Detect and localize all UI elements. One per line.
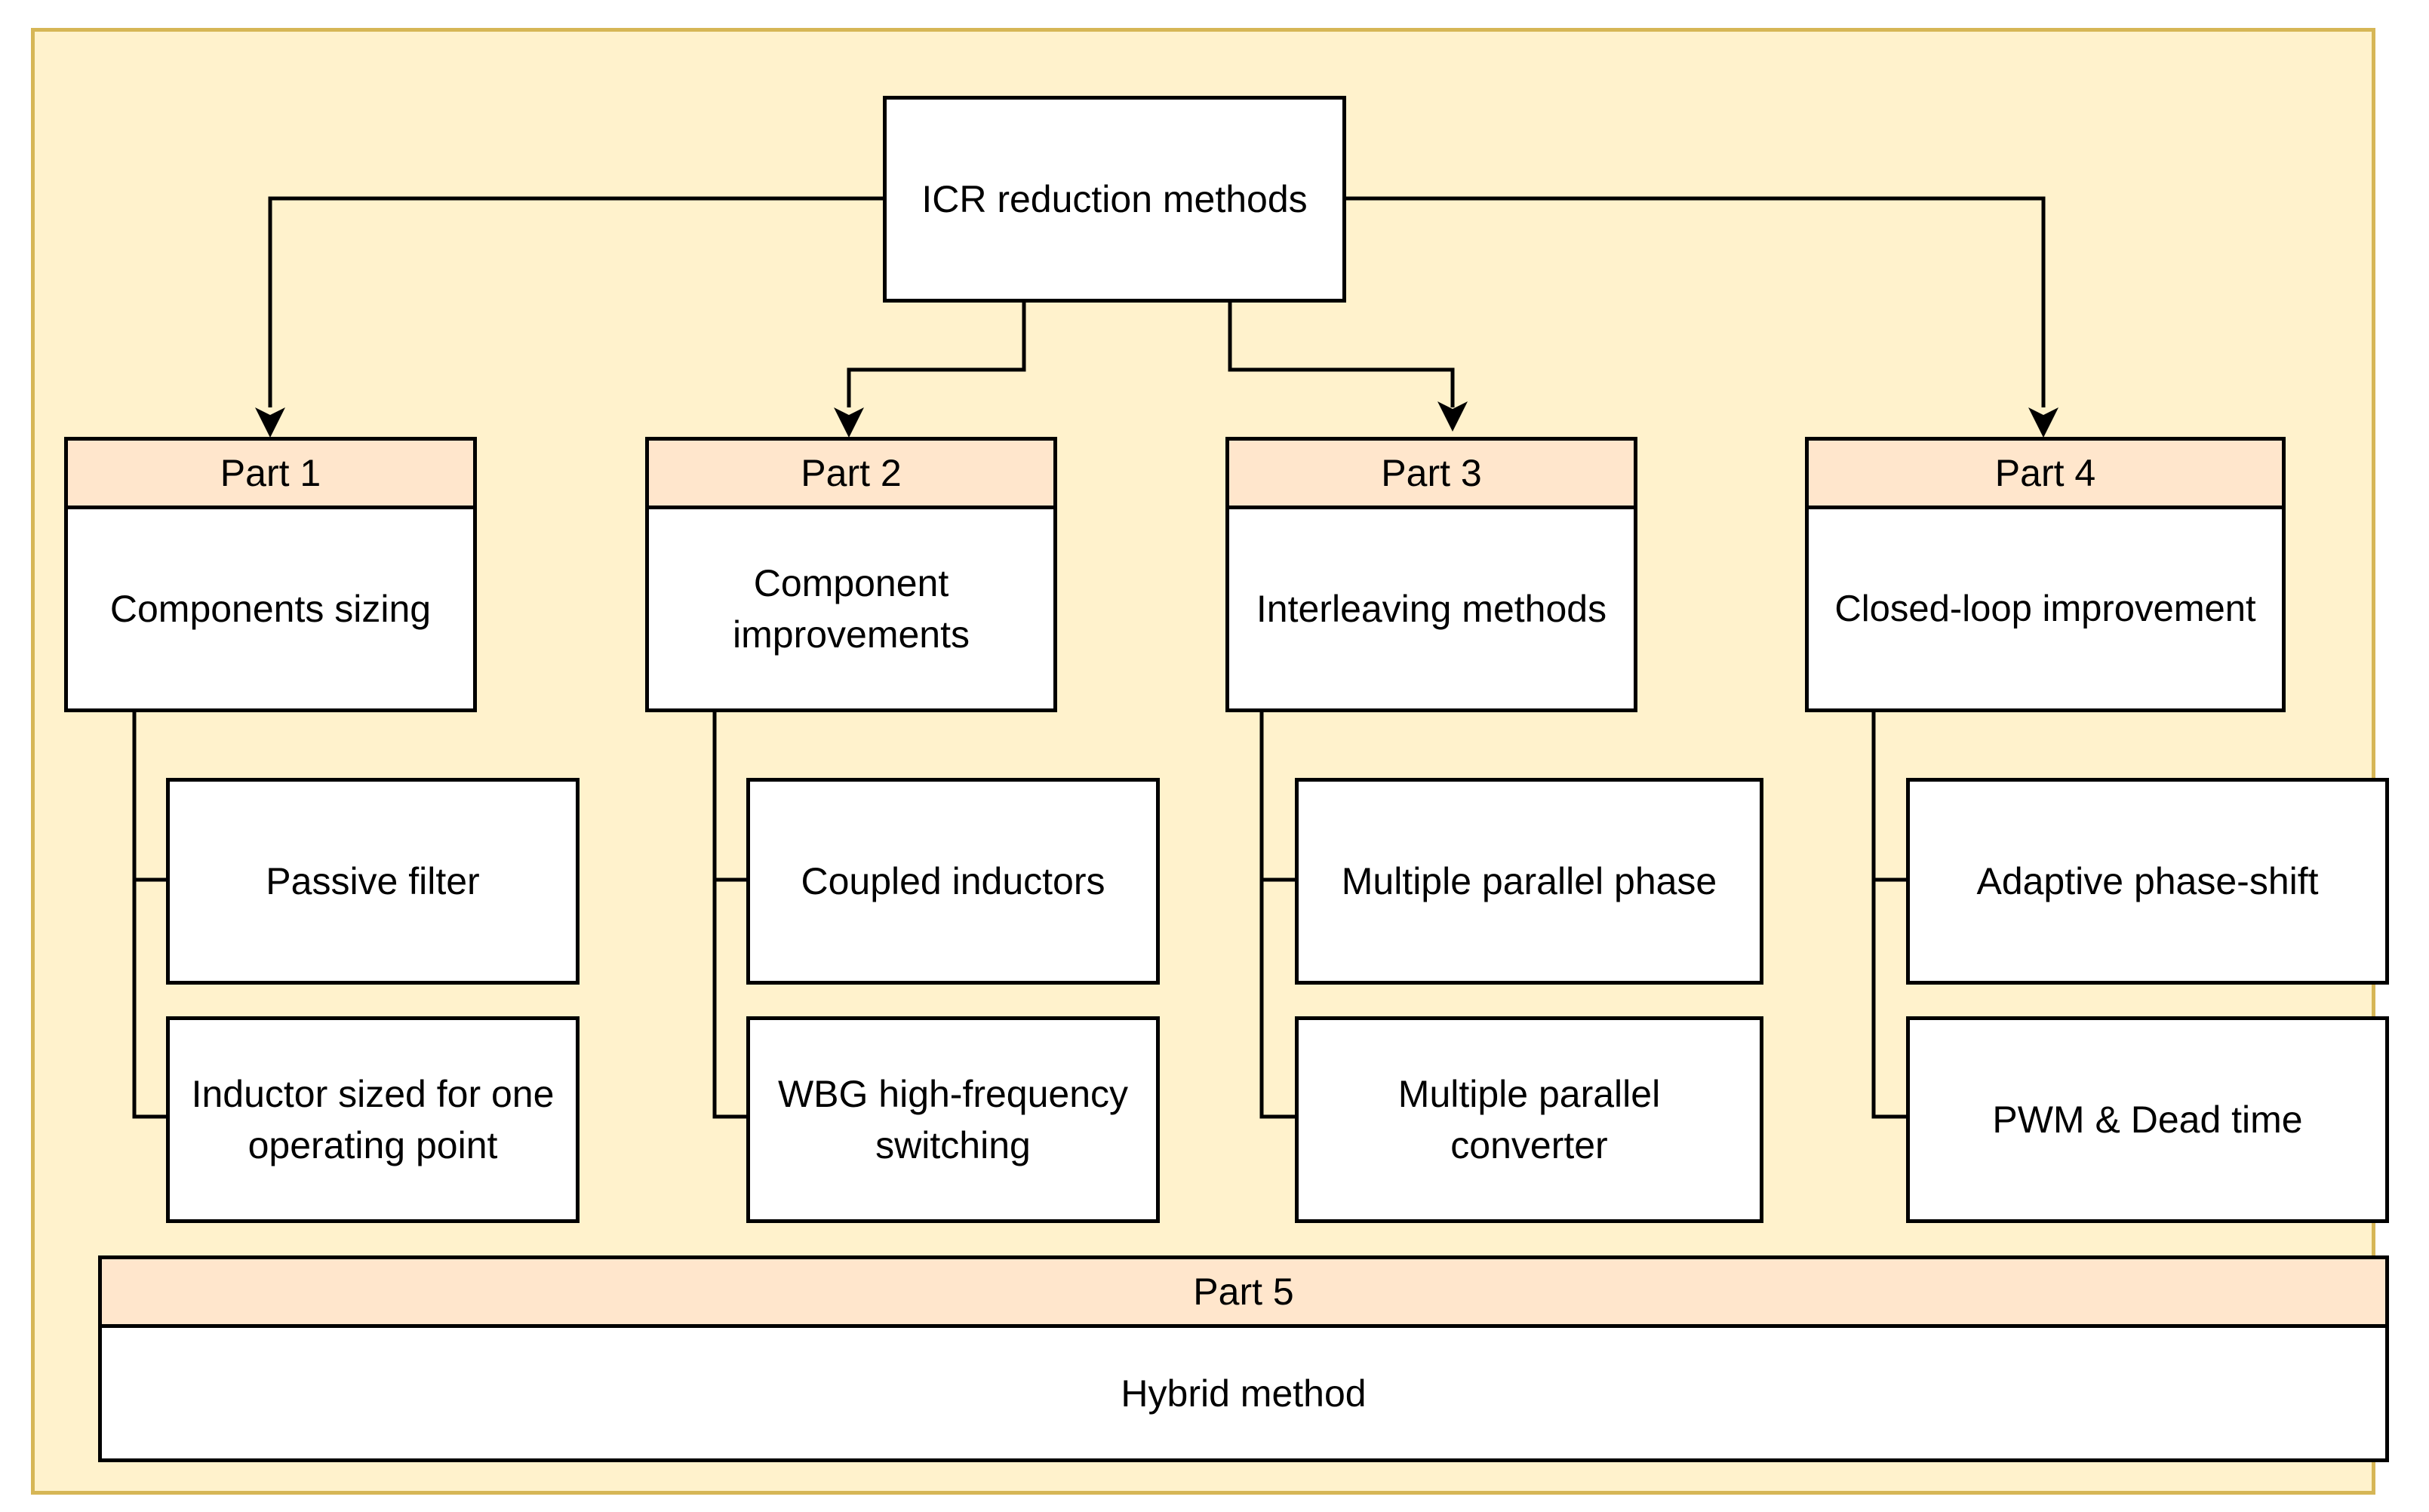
part-5-title: Hybrid method (1121, 1372, 1367, 1415)
part-3-node: Part 3 Interleaving methods (1225, 437, 1637, 712)
part-3-title: Interleaving methods (1256, 588, 1607, 630)
root-node: ICR reduction methods (883, 96, 1346, 303)
arrowhead-part4 (2028, 407, 2059, 438)
part-4-title: Closed-loop improvement (1834, 589, 2256, 629)
part-1-node: Part 1 Components sizing (64, 437, 477, 712)
part-1-item-1-label: Passive filter (266, 860, 480, 902)
part-4-header: Part 4 (1809, 441, 2282, 509)
part-2-item-2: WBG high-frequency switching (746, 1016, 1160, 1223)
part-2-item-1: Coupled inductors (746, 778, 1160, 985)
connector-root-part1 (268, 196, 884, 407)
connector-part4-items (1871, 710, 1908, 1119)
part-2-title-label: Component improvements (733, 562, 970, 656)
part-1-item-1: Passive filter (166, 778, 580, 985)
part-2-header: Part 2 (649, 441, 1053, 509)
part-3-header: Part 3 (1229, 441, 1634, 509)
connector-root-part4 (1345, 196, 2046, 407)
connector-root-part2 (847, 301, 1026, 407)
part-3-item-1-label: Multiple parallel phase (1341, 860, 1717, 902)
part-1-item-2-label: Inductor sized for one operating point (191, 1073, 555, 1166)
part-4-item-1-label: Adaptive phase-shift (1976, 860, 2319, 902)
part-4-node: Part 4 Closed-loop improvement (1805, 437, 2286, 712)
part-2-item-2-label: WBG high-frequency switching (777, 1073, 1129, 1166)
part-3-item-2: Multiple parallel converter (1295, 1016, 1763, 1223)
arrowhead-part2 (834, 407, 864, 438)
part-1-header: Part 1 (68, 441, 473, 509)
root-node-label: ICR reduction methods (921, 178, 1308, 220)
part-1-item-2: Inductor sized for one operating point (166, 1016, 580, 1223)
part-2-item-1-label: Coupled inductors (801, 860, 1105, 902)
part-2-node: Part 2 Component improvements (645, 437, 1057, 712)
part-4-item-2-label: PWM & Dead time (1992, 1099, 2303, 1141)
connector-part2-items (712, 710, 748, 1119)
part-4-item-2: PWM & Dead time (1906, 1016, 2389, 1223)
arrowhead-part1 (255, 407, 285, 438)
part-3-item-1: Multiple parallel phase (1295, 778, 1763, 985)
arrowhead-part3 (1437, 401, 1468, 432)
part-4-item-1: Adaptive phase-shift (1906, 778, 2389, 985)
connector-part3-items (1259, 710, 1296, 1119)
part-5-node: Part 5 Hybrid method (98, 1255, 2389, 1462)
part-2-title: Component improvements (649, 509, 1053, 708)
part-5-header: Part 5 (102, 1259, 2385, 1328)
part-1-title: Components sizing (109, 588, 432, 630)
connector-part1-items (132, 710, 168, 1119)
connector-root-part3 (1228, 301, 1455, 407)
part-3-item-2-label: Multiple parallel converter (1397, 1073, 1661, 1166)
